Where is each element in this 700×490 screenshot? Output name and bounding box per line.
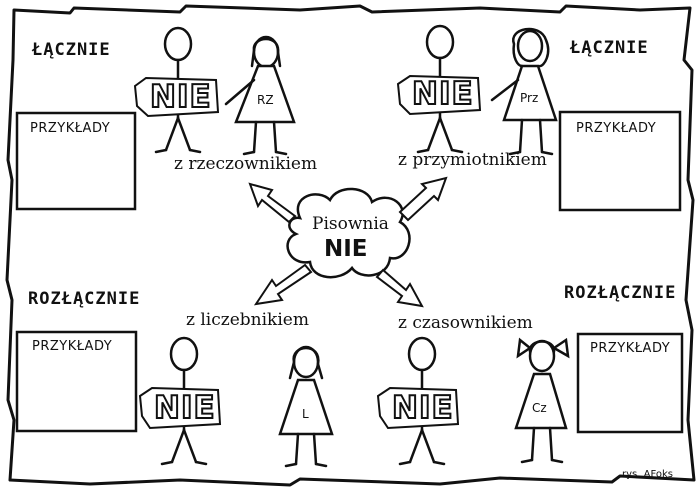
dress-label-verb: Cz: [532, 401, 547, 415]
sign-text-top-right: NIE: [411, 76, 474, 112]
examples-label-top-right: PRZYKŁADY: [576, 121, 657, 136]
dress-label-adjective: Prz: [520, 91, 539, 105]
sign-board-top-right: [396, 74, 482, 116]
center-cloud: [286, 187, 411, 279]
center-title: Pisownia: [312, 214, 389, 234]
arrow-to-top-right: [398, 176, 448, 222]
girl-figure-bottom-right: [514, 337, 570, 464]
boy-figure-bottom-right: [398, 336, 446, 466]
heading-separately-right: ROZŁĄCZNIE: [564, 283, 677, 303]
arrow-to-bottom-right: [375, 268, 424, 308]
boy-figure-bottom-left: [160, 336, 208, 466]
examples-label-bottom-right: PRZYKŁADY: [590, 341, 671, 356]
dress-label-numeral: L: [302, 407, 309, 421]
examples-box-bottom-right: [576, 332, 684, 434]
sign-board-bottom-left: [138, 386, 222, 430]
phrase-numeral: z liczebnikiem: [186, 310, 309, 330]
sign-text-bottom-left: NIE: [153, 390, 216, 426]
girl-figure-top-left: [224, 35, 296, 156]
examples-label-bottom-left: PRZYKŁADY: [32, 339, 113, 354]
sign-board-top-left: [133, 76, 220, 118]
phrase-adjective: z przymiotnikiem: [398, 150, 547, 170]
center-nie: NIE: [324, 236, 368, 262]
sign-text-top-left: NIE: [149, 79, 212, 115]
arrow-to-bottom-left: [253, 263, 313, 306]
girl-figure-top-right: [490, 27, 558, 156]
boy-figure-top-left: [154, 26, 202, 154]
boy-figure-top-right: [416, 24, 464, 154]
examples-box-top-left: [15, 111, 137, 211]
heading-together-left: ŁĄCZNIE: [32, 40, 111, 60]
arrow-to-top-left: [248, 182, 297, 224]
examples-label-top-left: PRZYKŁADY: [30, 121, 111, 136]
phrase-noun: z rzeczownikiem: [174, 154, 318, 174]
sign-text-bottom-right: NIE: [391, 390, 454, 426]
signature: rys. AFoks: [622, 469, 673, 480]
girl-figure-bottom-left: [278, 345, 334, 468]
examples-box-top-right: [558, 110, 682, 212]
sign-board-bottom-right: [376, 386, 460, 430]
heading-separately-left: ROZŁĄCZNIE: [28, 289, 141, 309]
examples-box-bottom-left: [15, 330, 138, 433]
dress-label-noun: RZ: [257, 93, 274, 107]
heading-together-right: ŁĄCZNIE: [570, 38, 649, 58]
phrase-verb: z czasownikiem: [398, 313, 533, 333]
